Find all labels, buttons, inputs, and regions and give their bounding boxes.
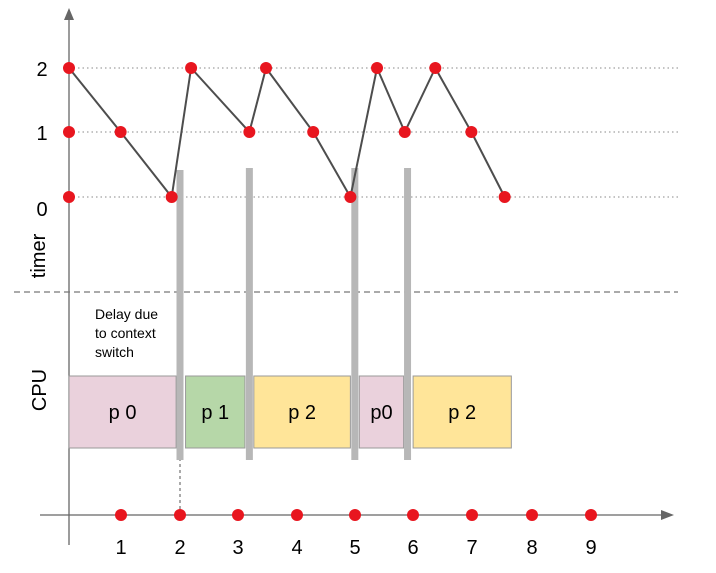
context-switch-bar: [245, 168, 253, 460]
timer-segment: [170, 67, 193, 198]
process-block: [68, 375, 177, 449]
process-block: [412, 375, 512, 449]
process-block: [185, 375, 246, 449]
timer-segment: [265, 67, 315, 133]
timer-segment: [376, 67, 406, 133]
x-tick-label: 7: [466, 537, 477, 559]
timer-segment: [349, 67, 379, 198]
time-axis-marker: [526, 509, 538, 521]
timer-point: [429, 62, 442, 74]
time-axis-marker: [407, 509, 419, 521]
time-axis-ticks: 1 2 3 4 5 6 7 8 9: [115, 509, 597, 559]
timer-segment: [470, 131, 506, 198]
timer-point: [63, 62, 75, 74]
annotation-line-1: Delay due: [95, 306, 158, 322]
context-switch-bar: [404, 168, 412, 460]
context-switch-bar: [351, 168, 359, 460]
timer-points: [63, 62, 511, 203]
timer-point: [344, 191, 357, 203]
x-tick-label: 3: [232, 537, 243, 559]
timer-point: [498, 191, 511, 203]
process-block: [358, 375, 405, 449]
process-label: p0: [370, 402, 392, 424]
timer-point: [465, 126, 478, 138]
timer-segment: [403, 67, 437, 133]
time-axis-marker: [349, 509, 361, 521]
time-axis-arrowhead: [661, 510, 674, 520]
process-block: [253, 375, 351, 449]
timer-segment: [312, 131, 352, 198]
x-tick-label: 8: [526, 537, 537, 559]
timer-point: [185, 62, 198, 74]
timer-point: [165, 191, 178, 203]
process-blocks: p 0 p 1 p 2 p0 p 2: [68, 375, 512, 449]
timer-point: [398, 126, 411, 138]
annotation-line-2: to context: [95, 325, 156, 341]
timer-segment: [434, 67, 473, 133]
x-tick-label: 1: [115, 537, 126, 559]
y-tick-2: 2: [36, 59, 47, 81]
x-tick-label: 9: [585, 537, 596, 559]
time-axis-marker: [585, 509, 597, 521]
x-tick-label: 5: [349, 537, 360, 559]
timer-segment: [248, 67, 267, 133]
timer-point: [114, 126, 127, 138]
time-axis-marker: [466, 509, 478, 521]
process-label: p 1: [201, 402, 229, 424]
time-axis-marker: [115, 509, 127, 521]
y-tick-0: 0: [36, 199, 47, 221]
time-axis-marker: [291, 509, 303, 521]
context-switch-bars: [176, 168, 412, 460]
x-tick-label: 2: [174, 537, 185, 559]
timer-segment: [68, 67, 122, 133]
annotation-line-3: switch: [95, 344, 134, 360]
timer-point: [260, 62, 273, 74]
x-tick-label: 4: [291, 537, 302, 559]
y-tick-1: 1: [36, 123, 47, 145]
timer-point: [243, 126, 256, 138]
timer-segment: [119, 131, 173, 198]
timer-segment: [190, 67, 251, 133]
y-axis-marker: [63, 191, 75, 203]
process-label: p 2: [448, 402, 476, 424]
y-axis-markers: [63, 126, 75, 203]
process-label: p 0: [109, 402, 137, 424]
timer-lines: [68, 67, 506, 198]
y-axis-marker: [63, 126, 75, 138]
context-switch-bar: [176, 170, 184, 460]
time-axis-marker: [232, 509, 244, 521]
timer-point: [307, 126, 320, 138]
x-tick-label: 6: [407, 537, 418, 559]
timer-point: [371, 62, 384, 74]
timer-axis-label: timer: [28, 233, 50, 278]
vertical-axis-arrowhead: [64, 8, 74, 20]
process-label: p 2: [288, 402, 316, 424]
cpu-axis-label: CPU: [29, 369, 51, 411]
time-axis-marker: [174, 509, 186, 521]
